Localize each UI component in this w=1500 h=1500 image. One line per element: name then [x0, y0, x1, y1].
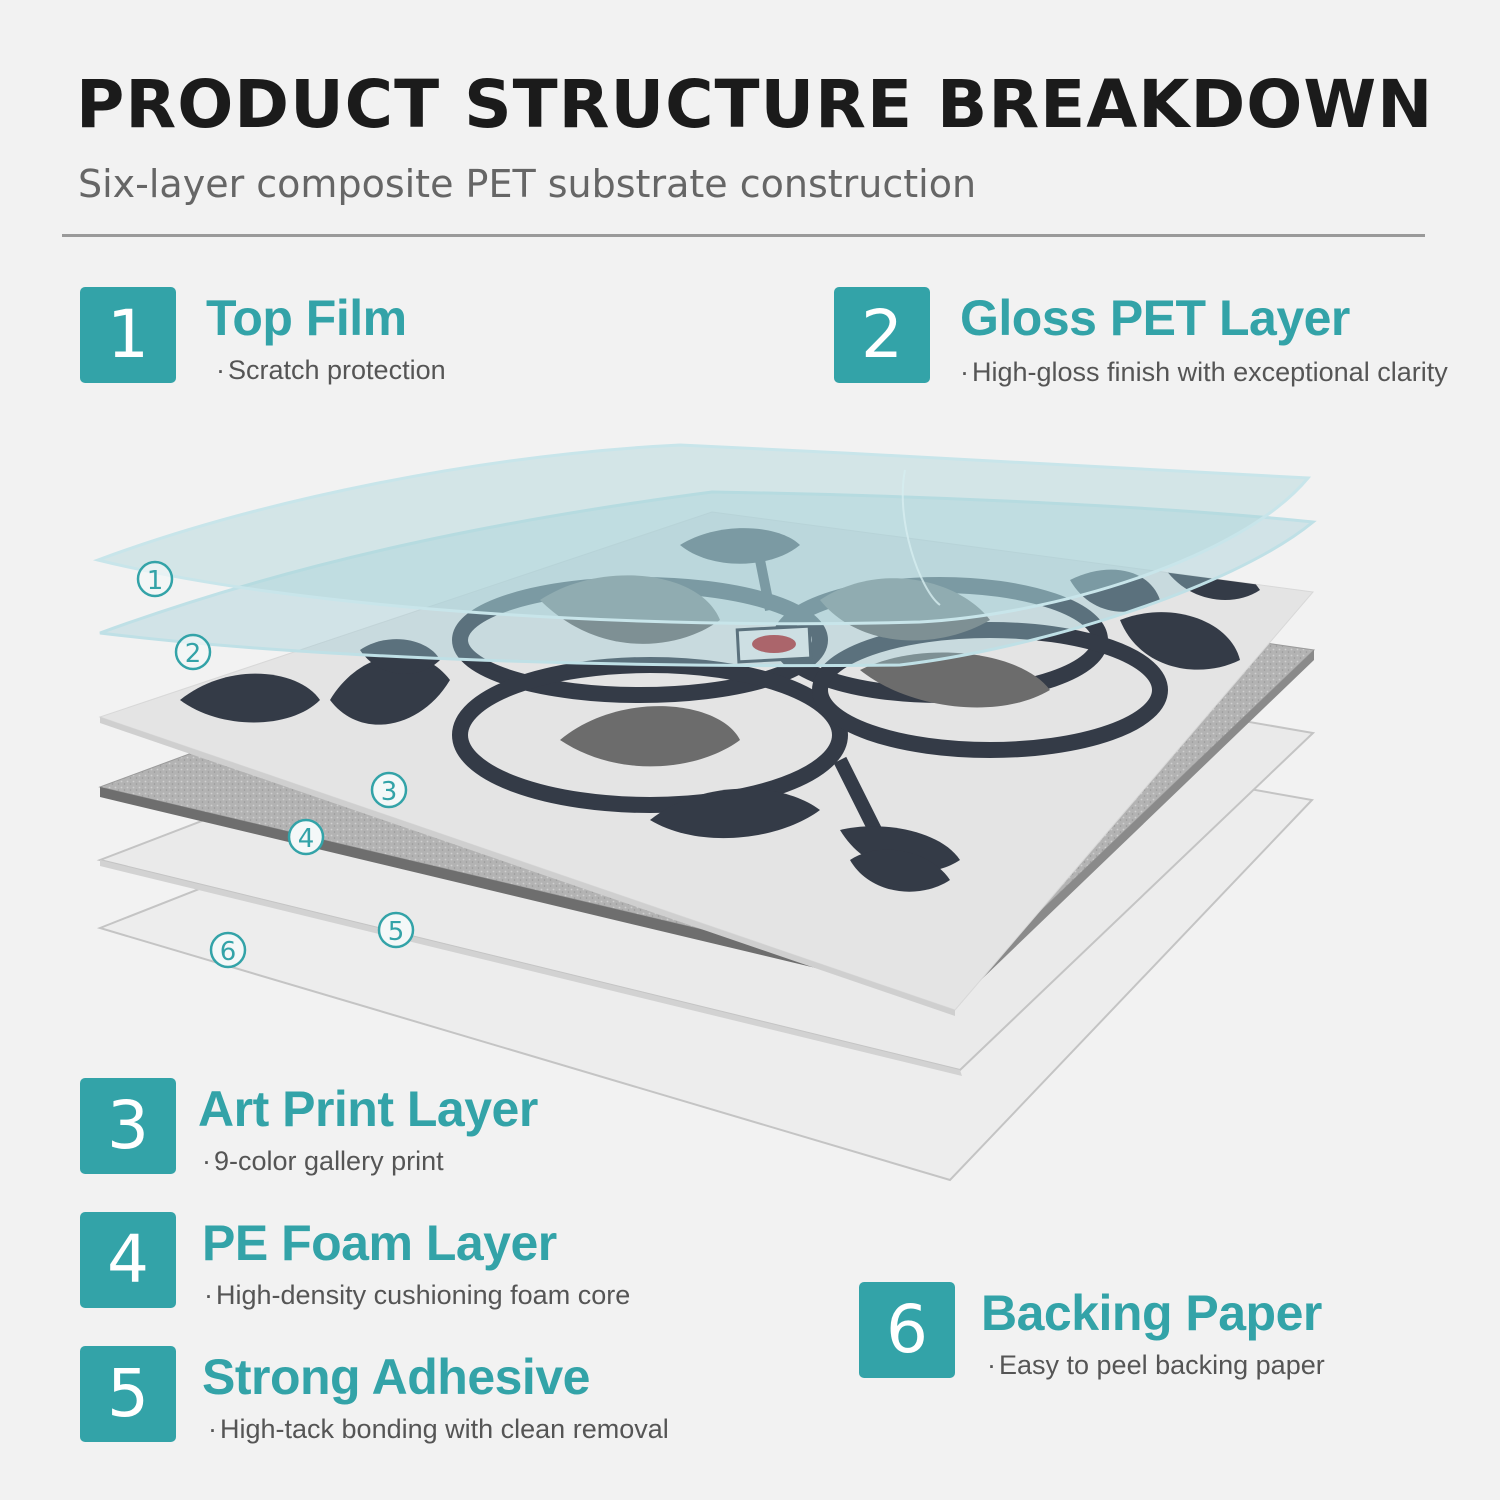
page-title: PRODUCT STRUCTURE BREAKDOWN: [76, 66, 1434, 143]
layer-description: Scratch protection: [216, 355, 446, 386]
diagram-marker-3: 3: [370, 771, 408, 809]
header-divider: [62, 234, 1425, 237]
layer-number-badge: 4: [80, 1212, 176, 1308]
layer-card-backing-paper: 6 Backing Paper Easy to peel backing pap…: [859, 1282, 1419, 1392]
diagram-marker-6: 6: [209, 931, 247, 969]
layer-description: Easy to peel backing paper: [987, 1350, 1325, 1381]
diagram-marker-4: 4: [287, 818, 325, 856]
layer-description: High-tack bonding with clean removal: [208, 1414, 669, 1445]
diagram-marker-label: 1: [147, 566, 164, 596]
tile-motif: [180, 528, 1260, 892]
diagram-marker-5: 5: [377, 911, 415, 949]
diagram-marker-label: 6: [220, 937, 237, 967]
page-subtitle: Six-layer composite PET substrate constr…: [78, 162, 977, 206]
layer-description: 9-color gallery print: [202, 1146, 444, 1177]
layer-name: Backing Paper: [981, 1285, 1322, 1341]
layer-number-badge: 1: [80, 287, 176, 383]
art-print-tile: [98, 511, 1314, 1016]
layer-card-pe-foam: 4 PE Foam Layer High-density cushioning …: [80, 1212, 720, 1322]
layer-name: PE Foam Layer: [202, 1215, 557, 1271]
layer-description: High-gloss finish with exceptional clari…: [960, 357, 1448, 388]
diagram-marker-2: 2: [174, 633, 212, 671]
layer-number-badge: 5: [80, 1346, 176, 1442]
diagram-marker-label: 5: [388, 917, 405, 947]
layer-name: Top Film: [206, 290, 407, 346]
diagram-marker-label: 3: [381, 777, 398, 807]
diagram-marker-label: 2: [185, 639, 202, 669]
layer-description: High-density cushioning foam core: [204, 1280, 630, 1311]
top-film: [92, 443, 1312, 626]
layer-name: Strong Adhesive: [202, 1349, 590, 1405]
layer-number-badge: 3: [80, 1078, 176, 1174]
layer-number-badge: 6: [859, 1282, 955, 1378]
layer-name: Art Print Layer: [198, 1081, 538, 1137]
gloss-pet-film: [99, 490, 1317, 668]
layer-card-gloss-pet: 2 Gloss PET Layer High-gloss finish with…: [834, 287, 1454, 397]
layer-card-strong-adhesive: 5 Strong Adhesive High-tack bonding with…: [80, 1346, 720, 1456]
diagram-marker-label: 4: [298, 824, 315, 854]
layer-card-top-film: 1 Top Film Scratch protection: [80, 287, 580, 397]
layer-card-art-print: 3 Art Print Layer 9-color gallery print: [80, 1078, 680, 1188]
layer-number-badge: 2: [834, 287, 930, 383]
diagram-marker-1: 1: [136, 560, 174, 598]
layer-name: Gloss PET Layer: [960, 290, 1350, 346]
